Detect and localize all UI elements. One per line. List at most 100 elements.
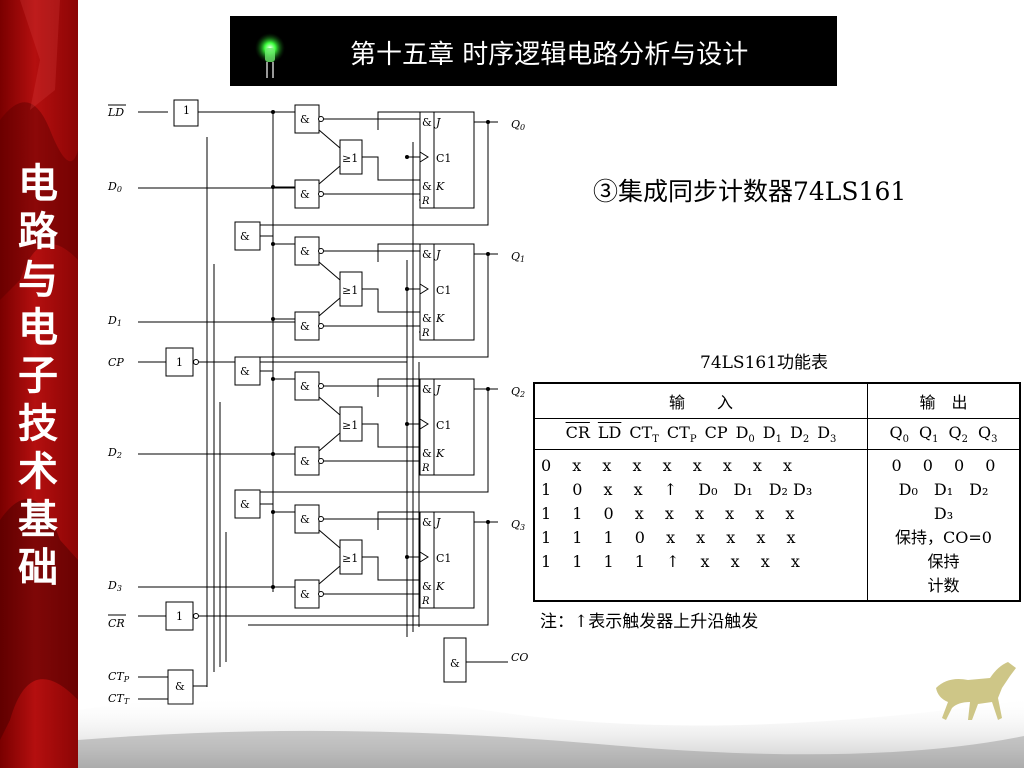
gate-label: & xyxy=(175,680,185,693)
gate-label: & xyxy=(300,113,310,126)
junction-dot xyxy=(271,585,275,589)
gate-label: & xyxy=(300,455,310,468)
wire xyxy=(362,556,420,581)
ff-label: & xyxy=(422,580,432,593)
jk-flip-flop xyxy=(419,511,475,609)
table-row: 计数 xyxy=(927,576,960,595)
gate-label: & xyxy=(300,513,310,526)
wire xyxy=(377,111,420,130)
title-char: 与 xyxy=(18,257,58,303)
ff-label: J xyxy=(434,116,441,129)
ink-texture xyxy=(0,0,78,740)
counter-logic-diagram: 1 1 1 & & LD D0 D1 CP D2 D3 CR CTP CTT Q… xyxy=(107,99,528,706)
ctp-label: CTP xyxy=(108,670,130,684)
co-label: CO xyxy=(511,651,528,664)
table-row: D₃ xyxy=(933,504,954,523)
jk-flip-flop xyxy=(419,243,475,341)
ff-label: K xyxy=(435,312,445,325)
or-gate xyxy=(339,406,363,442)
column-header: D2 xyxy=(790,422,810,446)
input-header: 输 入 xyxy=(533,382,868,419)
output-header: 输 出 xyxy=(867,382,1021,419)
co-and-gate xyxy=(443,637,467,683)
chapter-title: 第十五章 时序逻辑电路分析与设计 xyxy=(350,40,749,70)
junction-dot xyxy=(486,387,490,391)
ff-label: & xyxy=(422,116,432,129)
q3-label: Q3 xyxy=(511,518,525,532)
junction-dot xyxy=(405,287,409,291)
inverter-bubble xyxy=(318,383,324,389)
column-header: Q2 xyxy=(948,422,969,446)
ff-label: J xyxy=(434,383,441,396)
gate-label: & xyxy=(300,188,310,201)
column-header: CTP xyxy=(666,422,697,446)
d1-label: D1 xyxy=(107,314,122,328)
and-gate xyxy=(294,579,320,609)
sidebar: 电 路 与 电 子 技 术 基 础 xyxy=(0,0,78,768)
table-row: 0 0 0 0 xyxy=(891,456,996,475)
wire xyxy=(318,396,341,416)
inverter-bubble xyxy=(318,248,324,254)
column-header: CP xyxy=(704,422,728,442)
jk-flip-flop xyxy=(419,111,475,209)
column-header: CR xyxy=(565,422,590,442)
ff-label: K xyxy=(435,580,445,593)
horse-icon xyxy=(936,662,1016,720)
ff-label: & xyxy=(422,248,432,261)
ff-label: K xyxy=(435,180,445,193)
column-header: CTT xyxy=(629,422,659,446)
gate-label: 1 xyxy=(183,104,190,117)
carry-and-gate xyxy=(234,489,261,519)
title-char: 础 xyxy=(18,545,58,591)
ff-label: R xyxy=(421,463,430,474)
junction-dot xyxy=(271,110,275,114)
junction-dot xyxy=(486,252,490,256)
d0-label: D0 xyxy=(107,180,122,194)
inverter-bubble xyxy=(318,458,324,464)
junction-dot xyxy=(271,317,275,321)
inverter-bubble xyxy=(318,591,324,597)
carry-and-gate xyxy=(234,221,261,251)
wire xyxy=(362,156,420,181)
and-gate xyxy=(294,504,320,534)
wire xyxy=(248,388,489,493)
and-gate xyxy=(294,104,320,134)
cp-label: CP xyxy=(108,356,124,369)
or-gate xyxy=(339,139,363,175)
inverter-bubble xyxy=(318,116,324,122)
jk-flip-flop xyxy=(419,378,475,476)
inverter-bubble xyxy=(318,323,324,329)
gate-label: ≥1 xyxy=(342,284,358,297)
gate-label: ≥1 xyxy=(342,552,358,565)
wire xyxy=(377,378,420,397)
ff-label: C1 xyxy=(436,284,451,297)
ff-label: R xyxy=(421,328,430,339)
wire xyxy=(318,129,341,149)
column-header: D3 xyxy=(817,422,837,446)
wire xyxy=(377,511,420,530)
ff-label: & xyxy=(422,180,432,193)
and-gate xyxy=(294,236,320,266)
junction-dot xyxy=(271,452,275,456)
ld-label: LD xyxy=(107,106,124,119)
clock-triangle xyxy=(419,418,429,430)
junction-dot xyxy=(405,155,409,159)
title-char: 基 xyxy=(18,497,58,543)
or-gate xyxy=(339,539,363,575)
table-row: 1 1 1 0 x x x x x xyxy=(541,528,796,547)
wire xyxy=(318,529,341,549)
column-header: Q0 xyxy=(889,422,910,446)
clock-triangle xyxy=(419,551,429,563)
ctt-label: CTT xyxy=(108,692,130,706)
junction-dot xyxy=(486,120,490,124)
chapter-header: 第十五章 时序逻辑电路分析与设计 xyxy=(230,16,837,86)
ink-landscape xyxy=(78,695,1024,768)
ff-label: R xyxy=(421,596,430,607)
wire xyxy=(318,565,341,585)
table-row: 1 1 0 x x x x x x xyxy=(541,504,795,523)
junction-dot xyxy=(486,520,490,524)
table-caption: 74LS161功能表 xyxy=(700,353,829,373)
carry-and-gate xyxy=(234,356,261,386)
